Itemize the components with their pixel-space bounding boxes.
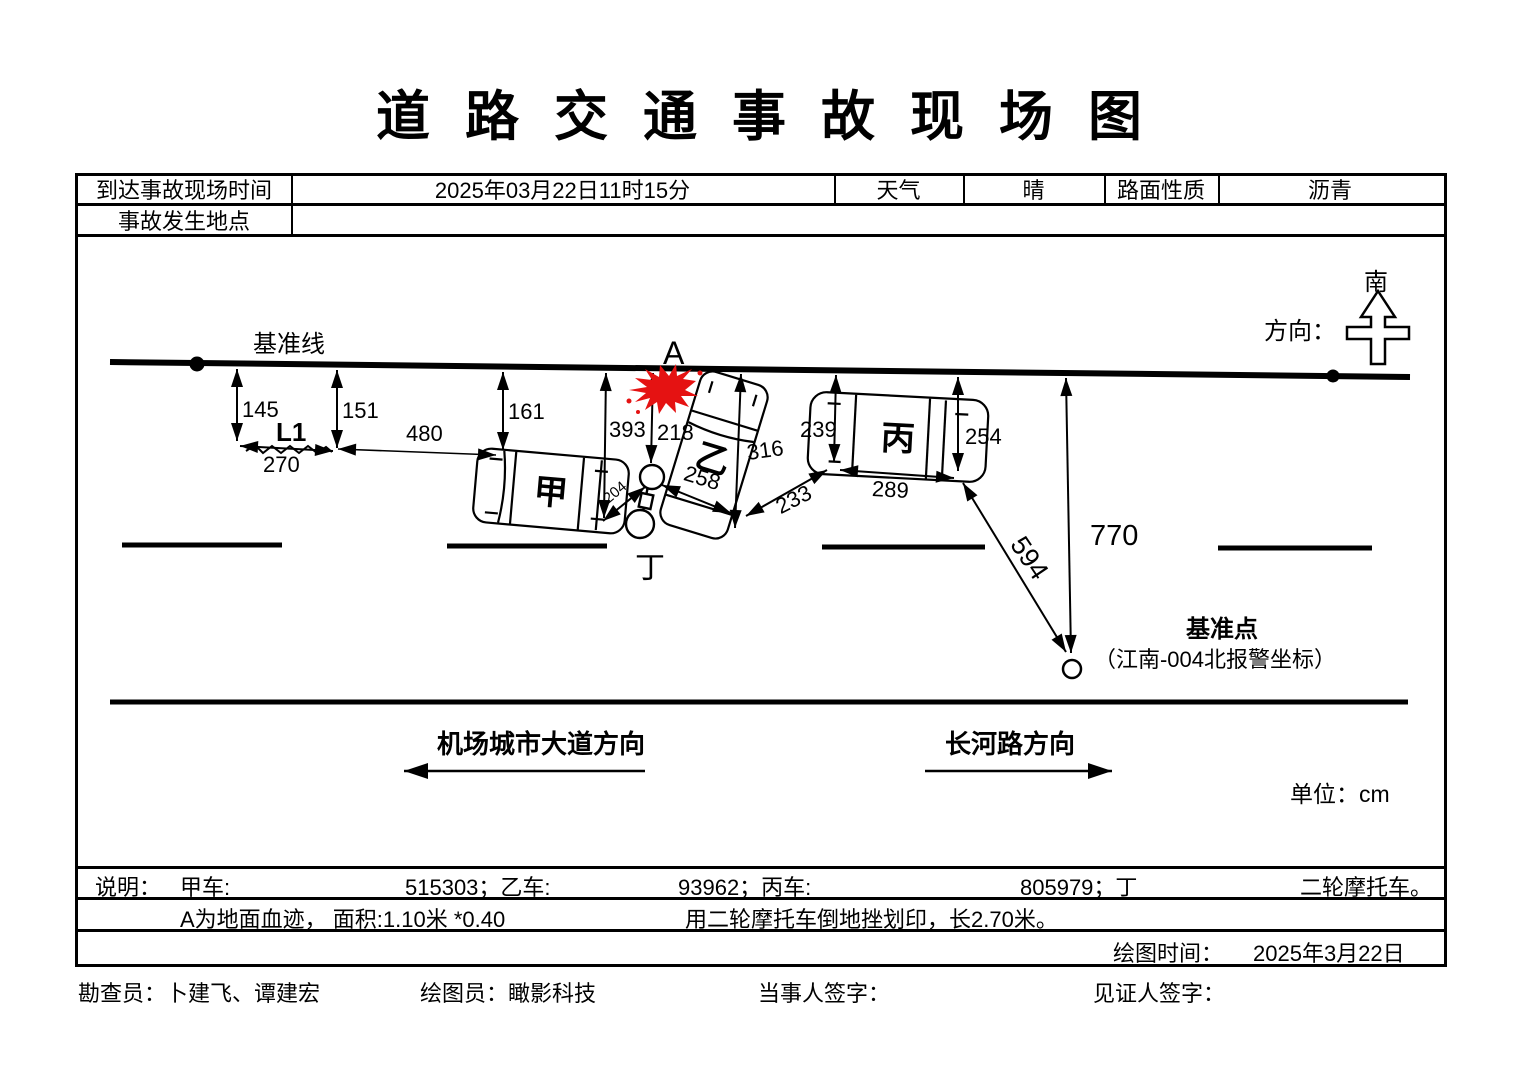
notes-line1-frag1: 甲车: [180,875,231,900]
arrow-204 [602,486,646,522]
form-title: 道 路 交 通 事 故 现 场 图 [375,87,1153,147]
notes-line1-frag2: 515303；乙车: [405,875,551,900]
notes-line1-frag5: 二轮摩托车。 [1300,875,1433,900]
motorcycle-front-wheel [638,463,666,491]
skid-l1-label: L1 [276,417,306,447]
measurement-arrows [231,369,1077,654]
arrow-233 [745,469,828,517]
baseline [109,359,1411,380]
blood-droplet [697,370,703,376]
compass-arrow-icon [1345,288,1411,366]
row-separator [75,203,1447,206]
baseline-left-dot [189,356,205,372]
measure-233: 233 [772,480,816,519]
vehicle-bing: 丙 [806,391,990,483]
surface-value: 沥青 [1307,178,1352,203]
col-separator [834,173,836,206]
surface-label: 路面性质 [1116,178,1205,203]
arrow-770 [1060,377,1077,654]
notes-line2-frag1: A为地面血迹， 面积:1.10米 *0.40 [180,907,506,932]
notes-line1-frag4: 805979；丁 [1020,875,1138,900]
arrow-594 [962,482,1067,653]
measure-254: 254 [965,424,1002,449]
base-point-sub-label: （江南-004北报警坐标） [1094,647,1336,672]
motorcycle-ding [624,463,666,540]
left-road-label: 机场城市大道方向 [437,729,645,759]
measure-239: 239 [800,417,837,442]
road-lines [109,356,1411,705]
vehicle-jia-label: 甲 [532,473,569,514]
unit-label: 单位：cm [1290,781,1390,807]
baseline-label: 基准线 [253,331,325,358]
measure-289: 289 [871,476,909,503]
arrival-time-value: 2025年03月22日11时15分 [434,178,691,203]
blood-droplet [626,398,632,404]
surveyor-label: 勘查员：卜建飞、谭建宏 [78,981,321,1006]
party-signature-label: 当事人签字： [758,981,891,1006]
measure-316: 316 [745,435,785,465]
arrow-239 [828,374,842,463]
measure-270: 270 [263,452,300,477]
arrow-289 [839,465,955,483]
vehicle-bing-label: 丙 [880,419,916,459]
compass-south-label: 南 [1364,269,1388,296]
notes-line1-frag3: 93962；丙车: [678,875,812,900]
col-separator [1104,173,1106,206]
skid-mark-L1 [245,443,333,455]
witness-signature-label: 见证人签字： [1093,981,1226,1006]
arrow-480 [337,443,497,461]
measure-145: 145 [242,397,279,422]
col-separator [1218,173,1220,206]
measure-161: 161 [508,399,545,424]
measure-218: 218 [657,420,694,445]
col-separator [291,173,293,206]
measure-393: 393 [609,417,646,442]
row-separator [75,897,1447,900]
weather-label: 天气 [876,178,921,203]
col-separator [963,173,965,206]
notes-label: 说明： [95,875,162,900]
base-point-marker [1061,658,1083,680]
measure-480: 480 [406,421,443,446]
weather-value: 晴 [1022,178,1045,203]
row-separator [75,866,1447,869]
drafter-label: 绘图员：瞰影科技 [420,981,597,1006]
blood-stain [626,364,703,414]
motorcycle-rear-wheel [624,508,656,540]
location-label: 事故发生地点 [117,209,250,234]
blood-droplet [636,410,640,414]
row-separator [75,929,1447,932]
row-separator [75,234,1447,237]
point-a-label: A [663,335,685,371]
drawing-time-label: 绘图时间： [1113,941,1224,966]
right-road-label: 长河路方向 [945,729,1075,759]
form-border [75,173,1447,967]
blood-splatter [629,364,698,414]
notes-line2-frag2: 用二轮摩托车倒地挫划印，长2.70米。 [685,907,1058,932]
drawing-time-value: 2025年3月22日 [1253,941,1405,966]
arrow-316 [729,373,747,529]
measure-770: 770 [1090,520,1138,552]
direction-label: 方向： [1264,318,1336,345]
base-point-label: 基准点 [1186,616,1258,643]
motorcycle-ding-label: 丁 [635,552,665,585]
col-separator [291,206,293,234]
arrival-time-label: 到达事故现场时间 [95,178,272,203]
measure-594: 594 [1004,531,1054,585]
measure-151: 151 [342,398,379,423]
arrow-258 [661,484,732,514]
baseline-right-dot [1326,369,1340,383]
motorcycle-seat [637,491,655,511]
